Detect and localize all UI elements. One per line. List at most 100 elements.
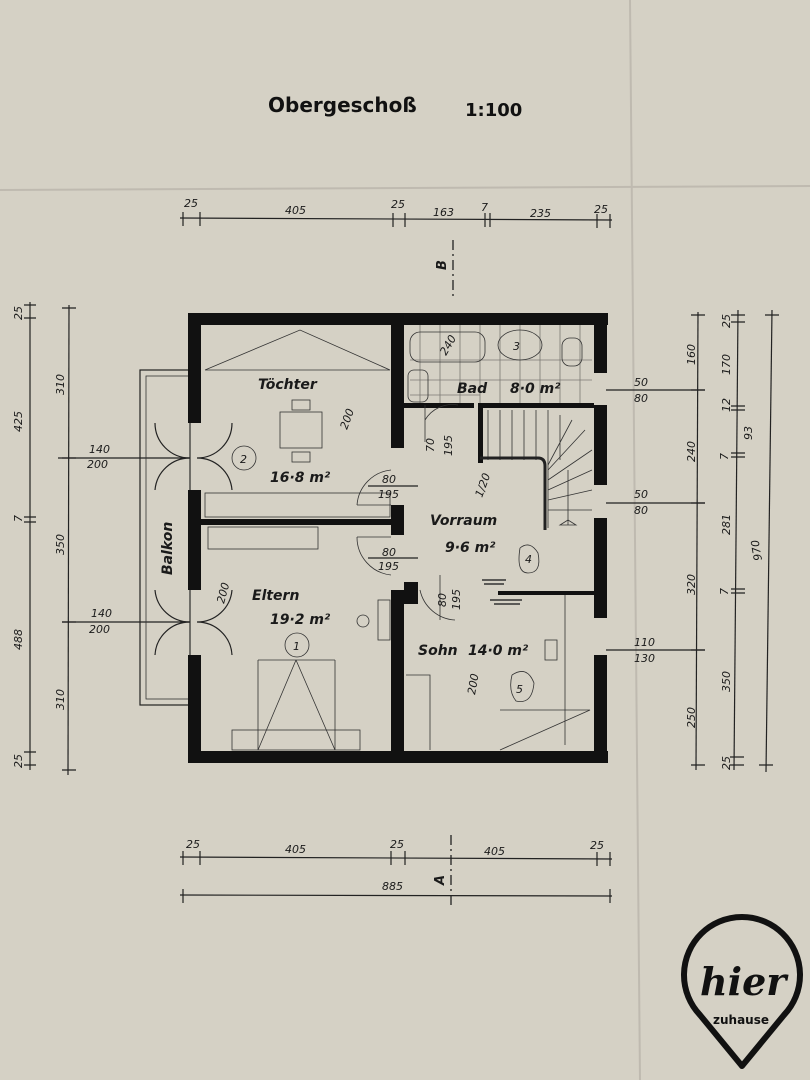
dimensions-bottom-2-label: 25	[390, 838, 404, 851]
rooms-2-area-label: 8·0 m²	[510, 381, 561, 397]
windows-sohn-1-label: 130	[634, 652, 655, 665]
dimensions-top-5-label: 235	[530, 207, 551, 220]
dimension-right-inner: 50 80 50 80 110 130 160 240 320 250	[606, 311, 705, 771]
dimensions-top-3-label: 163	[433, 206, 454, 219]
annotations-bed_sohn-label: 200	[465, 673, 481, 696]
windows-stairs-0-label: 50	[634, 488, 648, 501]
room-vorraum: Vorraum 9·6 m² 4	[430, 513, 540, 574]
staircase: 1/20	[473, 410, 593, 530]
dimension-right-total: 970	[749, 309, 779, 773]
section-mark-a: A	[433, 875, 448, 886]
dimensions-bottom_total-label: 885	[382, 880, 403, 893]
door-bad: 70 195	[424, 404, 459, 456]
dimension-right-outer: 25 170 12 93 7 281 7 350 25	[718, 309, 755, 771]
dimensions-left_outer-1-label: 425	[12, 411, 25, 432]
room-bad: 240 3 Bad 8·0 m²	[407, 325, 592, 403]
doors-bad-0-label: 70	[424, 438, 437, 452]
dimensions-right_outer-8-label: 25	[720, 756, 733, 770]
rooms-1-number-label: 1	[293, 640, 300, 653]
rooms-4-name-label: Sohn	[418, 643, 458, 659]
dimensions-left_outer-3-label: 488	[12, 629, 25, 650]
windows-stairs-1-label: 80	[634, 504, 648, 517]
dimensions-right_outer-6-label: 7	[718, 588, 731, 595]
dimensions-right_outer-1-label: 170	[720, 354, 733, 375]
dimensions-top-2-label: 25	[391, 198, 405, 211]
paper-fold	[0, 185, 810, 191]
dimensions-top-1-label: 405	[285, 204, 306, 217]
windows-sohn-0-label: 110	[634, 636, 655, 649]
dimensions-left_inner-0-label: 310	[54, 374, 67, 395]
rooms-1-area-label: 19·2 m²	[270, 612, 331, 628]
dimensions-right_inner-2-label: 320	[685, 574, 698, 595]
annotations-stairs-label: 1/20	[473, 471, 494, 499]
dimensions-top-6-label: 25	[594, 203, 608, 216]
walls	[188, 313, 608, 763]
doors-bad-1-label: 195	[442, 435, 455, 456]
doors-sohn-0-label: 80	[436, 593, 449, 607]
logo-word: hier	[700, 959, 789, 1004]
dimensions-right_outer-7-label: 350	[720, 671, 733, 692]
balkon-label: Balkon	[160, 522, 176, 575]
rooms-1-name-label: Eltern	[252, 588, 299, 604]
doors-sohn-1-label: 195	[450, 589, 463, 610]
rooms-4-area-label: 14·0 m²	[468, 643, 529, 659]
balkon-door-bottom	[154, 589, 233, 656]
dimensions-left_outer-4-label: 25	[12, 754, 25, 768]
dimensions-right_total-label: 970	[749, 539, 765, 562]
dimension-left-inner: 310 350 310 140 200 140 200	[54, 304, 190, 776]
rooms-0-number-label: 2	[240, 453, 247, 466]
dimensions-bottom-0-label: 25	[186, 838, 200, 851]
dimensions-left_outer-2-label: 7	[12, 515, 25, 522]
doors-eltern-0-label: 80	[382, 546, 396, 559]
rooms-3-number-label: 4	[525, 553, 532, 566]
rooms-2-name-label: Bad	[457, 381, 488, 397]
doors-eltern-1-label: 195	[378, 560, 399, 573]
windows-bad-0-label: 50	[634, 376, 648, 389]
room-sohn: Sohn 14·0 m² 5 200	[406, 595, 591, 751]
annotations-bed_eltern-label: 200	[214, 581, 232, 605]
dimensions-bottom-3-label: 405	[484, 845, 505, 858]
dimension-bottom-total: 885	[179, 880, 613, 903]
plan-title: Obergeschoß	[268, 93, 417, 117]
dimensions-right_outer-2-label: 12	[720, 398, 733, 412]
rooms-2-number-label: 3	[513, 340, 520, 353]
rooms-0-name-label: Töchter	[258, 377, 318, 393]
dimensions-right_inner-1-label: 240	[685, 441, 698, 462]
windows-balkon_top-1-label: 200	[87, 458, 108, 471]
dimensions-right_outer-5-label: 281	[720, 514, 733, 535]
paper-fold	[629, 0, 641, 1080]
rooms-0-area-label: 16·8 m²	[270, 470, 331, 486]
dimensions-left_outer-0-label: 25	[12, 306, 25, 320]
dimensions-left_inner-1-label: 350	[54, 534, 67, 555]
dimension-left-outer: 25 425 7 488 25	[12, 302, 36, 770]
section-mark-b: B	[435, 260, 450, 270]
plan-scale: 1:100	[465, 100, 522, 121]
windows-balkon_bottom-1-label: 200	[89, 623, 110, 636]
dimensions-top-0-label: 25	[184, 197, 198, 210]
dimensions-bottom-1-label: 405	[285, 843, 306, 856]
doors-toechter-1-label: 195	[378, 488, 399, 501]
windows-balkon_top-0-label: 140	[89, 443, 110, 456]
dimension-bottom: 25 405 25 405 25	[179, 838, 613, 866]
door-toechter: 80 195	[356, 469, 418, 506]
door-sohn: 80 195	[419, 575, 522, 621]
door-eltern: 80 195	[356, 536, 418, 576]
dimensions-right_outer-3-label: 93	[742, 426, 755, 440]
windows-balkon_bottom-0-label: 140	[91, 607, 112, 620]
dimensions-right_outer-4-label: 7	[718, 453, 731, 460]
dimensions-top-4-label: 7	[481, 201, 488, 214]
dimensions-right_inner-0-label: 160	[685, 344, 698, 365]
dimensions-right_inner-3-label: 250	[685, 707, 698, 728]
room-eltern: Eltern 19·2 m² 1 200	[207, 526, 391, 751]
rooms-3-name-label: Vorraum	[430, 513, 497, 529]
windows-bad-1-label: 80	[634, 392, 648, 405]
annotations-bath_tub-label: 240	[437, 333, 459, 358]
annotations-bed_toechter-label: 200	[338, 407, 357, 431]
balkon-door-top	[154, 422, 233, 491]
dimension-top: 25 405 25 163 7 235 25	[179, 197, 613, 228]
rooms-3-area-label: 9·6 m²	[445, 540, 496, 556]
hier-zuhause-logo: hier zuhause	[681, 914, 803, 1069]
logo-sub: zuhause	[713, 1013, 769, 1027]
dimensions-right_outer-0-label: 25	[720, 314, 733, 328]
dimensions-left_inner-2-label: 310	[54, 689, 67, 710]
